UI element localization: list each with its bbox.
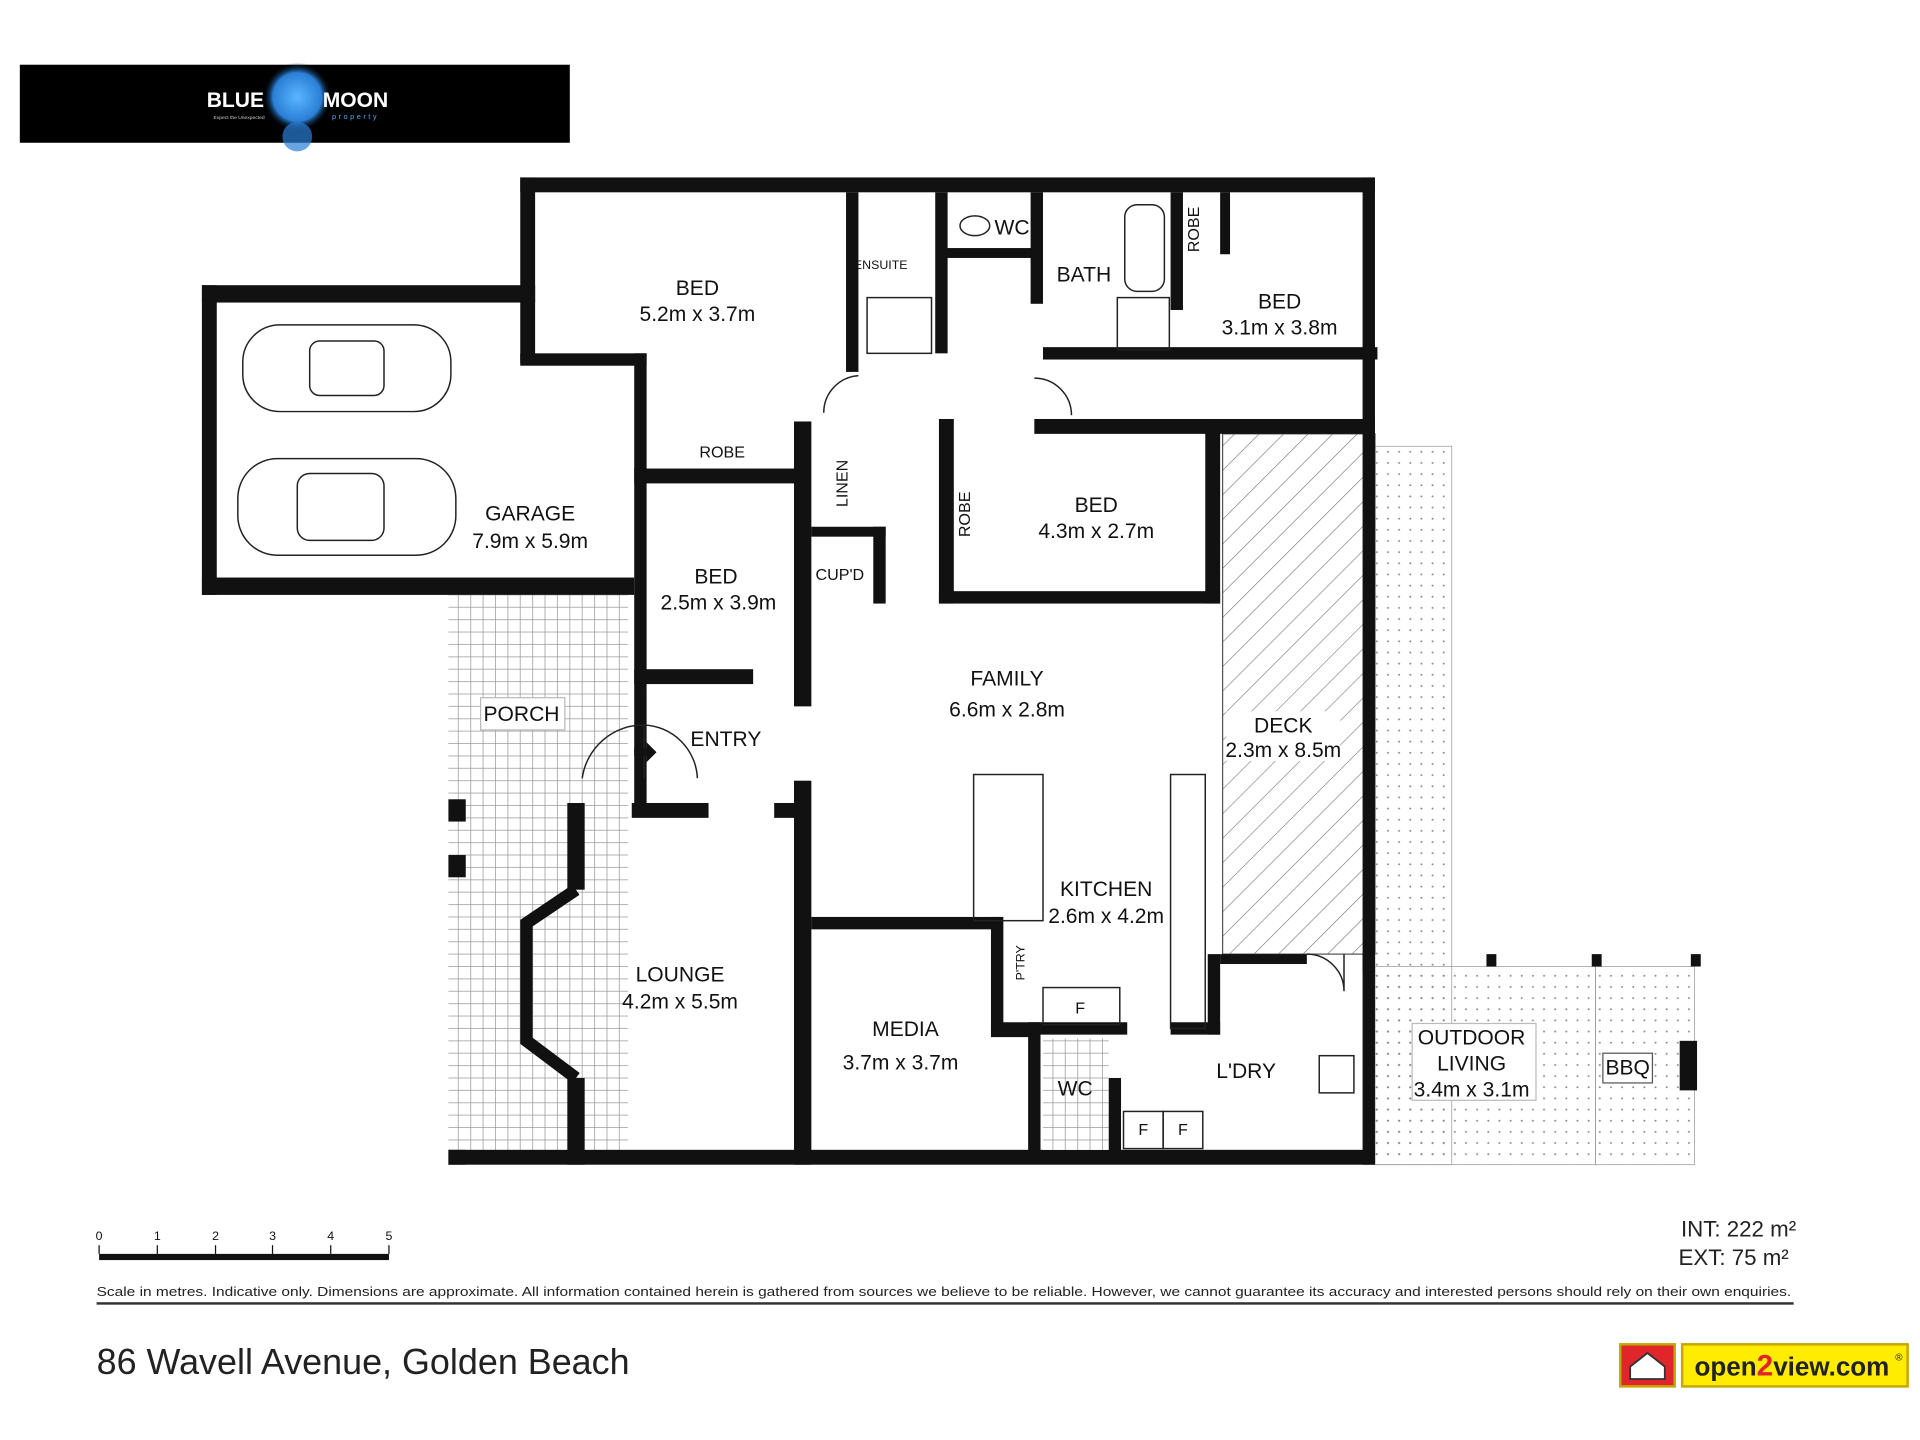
ensuite-shower xyxy=(866,296,933,355)
room-name-garage: GARAGE xyxy=(485,503,575,526)
label-bath: BATH xyxy=(1057,263,1112,286)
label-wc: WC xyxy=(1058,1077,1093,1100)
room-dims-media: 3.7m x 3.7m xyxy=(843,1051,959,1074)
entry-arrow-icon xyxy=(634,742,657,763)
scale-bar: 0 1 2 3 4 5 xyxy=(96,1229,393,1261)
label-fridge: F xyxy=(1138,1121,1148,1139)
room-name-kitchen: KITCHEN xyxy=(1060,878,1152,901)
room-name-bed: BED xyxy=(1258,291,1301,314)
scale-tick: 1 xyxy=(154,1229,161,1243)
label-linen: LINEN xyxy=(833,460,851,507)
room-name-bed: BED xyxy=(676,277,719,300)
property-address: 86 Wavell Avenue, Golden Beach xyxy=(97,1341,630,1382)
walls xyxy=(201,177,1701,1165)
kitchen-bench xyxy=(1169,773,1207,1030)
label-robe: ROBE xyxy=(956,491,974,537)
porch-label-box xyxy=(480,697,566,731)
room-name-lounge: LOUNGE xyxy=(636,963,725,986)
label-ensuite: ENSUITE xyxy=(854,258,908,272)
room-name-bed: BED xyxy=(694,566,737,589)
logo-tagline: Expect the Unexpected xyxy=(214,115,265,121)
room-dims-family: 6.6m x 2.8m xyxy=(949,698,1065,721)
registered-mark: ® xyxy=(1895,1352,1903,1363)
laundry-tub xyxy=(1318,1054,1355,1094)
house-icon xyxy=(1629,1351,1666,1380)
blue-moon-logo: BLUE MOON Expect the Unexpected property xyxy=(19,62,570,152)
wc-tiles xyxy=(1042,1038,1109,1150)
open2view-open: open xyxy=(1695,1351,1757,1381)
scale-tick: 4 xyxy=(327,1229,334,1243)
door-swing xyxy=(1306,953,1345,992)
label-fridge: F xyxy=(1178,1121,1188,1139)
door-swing xyxy=(822,374,859,413)
porch-tiles xyxy=(448,594,629,1163)
internal-area: INT: 222 m² xyxy=(1681,1217,1796,1242)
fridge-space xyxy=(1042,986,1121,1026)
room-name-outdoor: OUTDOOR xyxy=(1418,1027,1526,1050)
room-dims-bed: 4.3m x 2.7m xyxy=(1038,520,1154,543)
ldry-appliance-2 xyxy=(1162,1110,1204,1150)
room-dims-outdoor: 3.4m x 3.1m xyxy=(1414,1079,1530,1102)
outdoor-label-box xyxy=(1411,1022,1537,1101)
room-dims-garage: 7.9m x 5.9m xyxy=(472,530,588,553)
label-entry: ENTRY xyxy=(690,728,761,751)
logo-brand-right: MOON xyxy=(323,89,388,112)
room-dims-lounge: 4.2m x 5.5m xyxy=(622,991,738,1014)
label-bbq: BBQ xyxy=(1605,1056,1649,1079)
label-laundry: L'DRY xyxy=(1216,1060,1276,1083)
label-wc: WC xyxy=(994,216,1029,239)
scale-tick: 0 xyxy=(96,1229,103,1243)
open2view-two: 2 xyxy=(1757,1349,1774,1382)
scale-tick: 2 xyxy=(212,1229,219,1243)
label-porch: PORCH xyxy=(483,703,559,726)
front-door-swing xyxy=(581,724,645,779)
front-door-swing xyxy=(644,724,699,779)
room-name-living: LIVING xyxy=(1437,1053,1506,1076)
open2view-logo: open2view.com ® xyxy=(1618,1343,1909,1388)
car-icon xyxy=(237,457,457,556)
door-swing xyxy=(1034,377,1073,416)
label-pantry: P'TRY xyxy=(1013,945,1027,980)
bath-shower xyxy=(1116,296,1171,351)
logo-brand-left: BLUE xyxy=(207,89,264,112)
label-fridge: F xyxy=(1075,1000,1085,1018)
divider xyxy=(96,1302,1794,1305)
room-name-deck: DECK xyxy=(1254,714,1312,737)
label-robe: ROBE xyxy=(1185,206,1203,252)
toilet-icon xyxy=(959,215,991,237)
room-dims-deck: 2.3m x 8.5m xyxy=(1225,739,1341,762)
bbq-box xyxy=(1602,1052,1654,1084)
open2view-view: view.com xyxy=(1773,1351,1889,1381)
label-cupd: CUP'D xyxy=(816,566,865,584)
kitchen-island xyxy=(972,773,1044,922)
svg-text:open2view.com: open2view.com xyxy=(1695,1349,1890,1382)
external-area: EXT: 75 m² xyxy=(1678,1245,1788,1270)
room-name-bed: BED xyxy=(1075,494,1118,517)
logo-sub: property xyxy=(332,112,379,121)
room-dims-bed: 5.2m x 3.7m xyxy=(639,303,755,326)
label-robe: ROBE xyxy=(699,443,745,461)
scale-tick: 3 xyxy=(269,1229,276,1243)
deck-area xyxy=(1221,433,1376,955)
room-dims-kitchen: 2.6m x 4.2m xyxy=(1048,905,1164,928)
scale-tick: 5 xyxy=(386,1229,393,1243)
room-name-media: MEDIA xyxy=(872,1018,939,1041)
room-dims-bed: 3.1m x 3.8m xyxy=(1222,317,1338,340)
room-name-family: FAMILY xyxy=(970,667,1043,690)
car-icon xyxy=(242,324,452,413)
room-dims-bed: 2.5m x 3.9m xyxy=(661,592,777,615)
lounge-bay-window xyxy=(520,884,580,1083)
bathtub-icon xyxy=(1124,203,1166,293)
disclaimer: Scale in metres. Indicative only. Dimens… xyxy=(97,1284,1792,1299)
deck-label-box xyxy=(1226,711,1341,761)
